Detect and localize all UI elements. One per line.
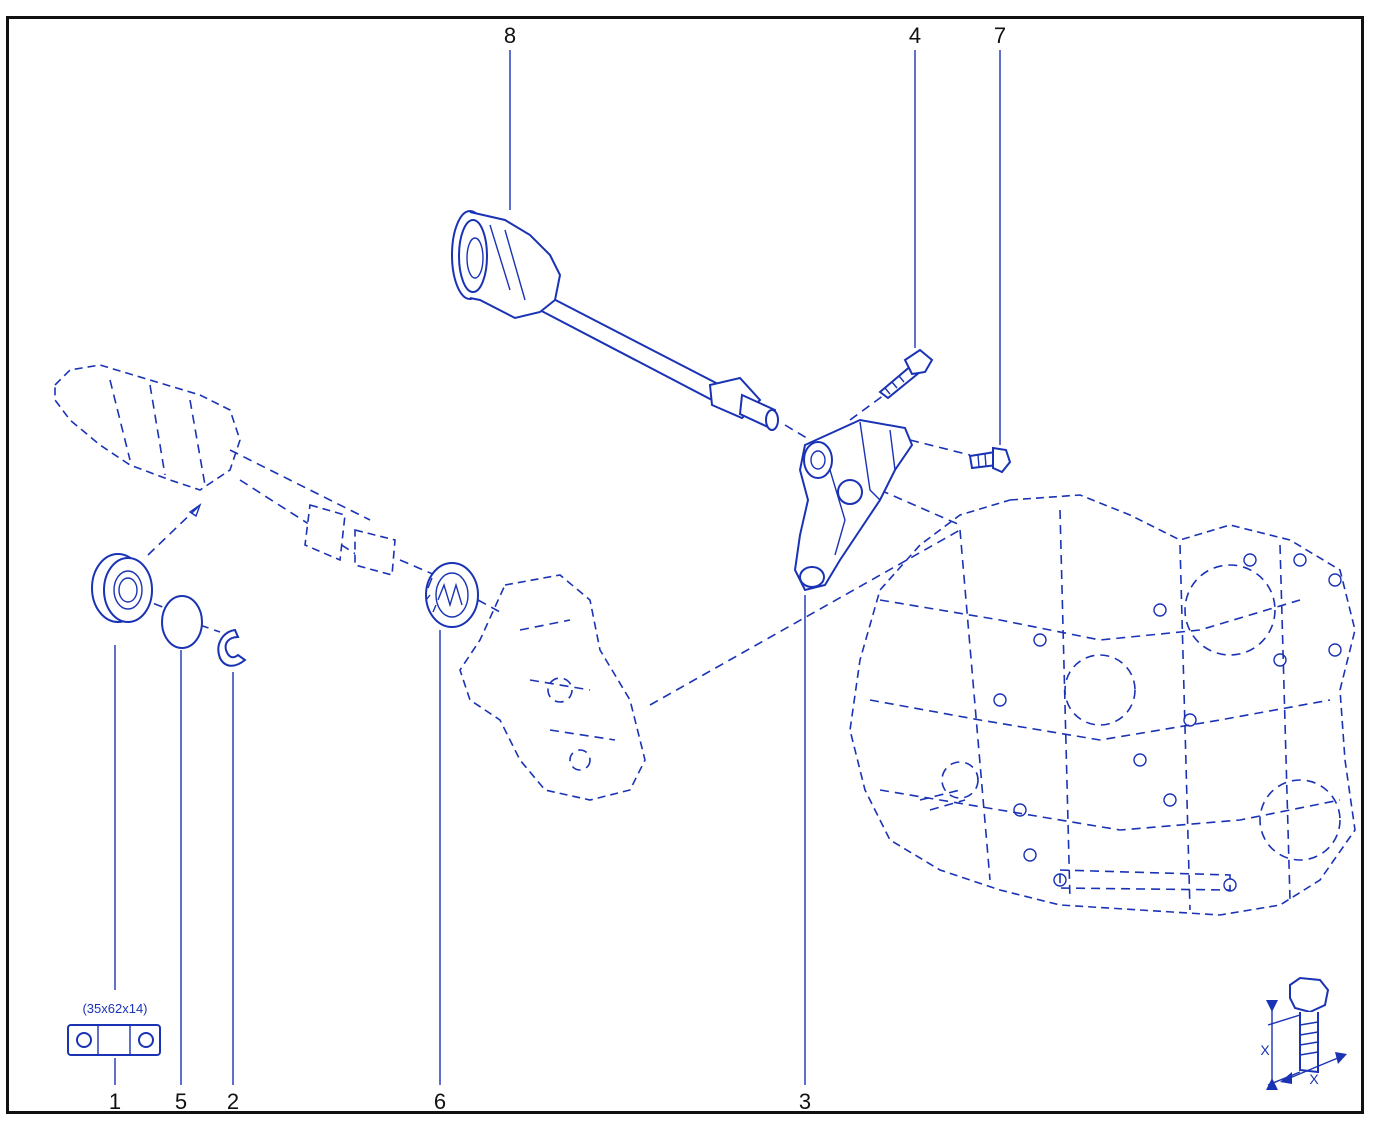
label-5: 5 — [175, 1089, 187, 1114]
label-2: 2 — [227, 1089, 239, 1114]
torque-x-bottom: X — [1309, 1071, 1319, 1087]
diagram-frame — [6, 16, 1364, 1114]
part-8-driveshaft-joint — [451, 210, 779, 431]
part-6-washer — [425, 562, 479, 628]
bearing-spec-symbol: (35x62x14) — [67, 1001, 161, 1056]
label-6: 6 — [434, 1089, 446, 1114]
torque-x-left: X — [1260, 1042, 1270, 1058]
label-8: 8 — [504, 23, 516, 48]
part-7-bolt — [968, 446, 1012, 474]
reference-leaders — [114, 50, 1001, 1085]
label-3: 3 — [799, 1089, 811, 1114]
label-4: 4 — [909, 23, 921, 48]
part-2-snap-ring — [217, 628, 247, 667]
part-5-circlip — [161, 595, 203, 649]
part-4-bolt — [878, 348, 934, 400]
part-1-bearing — [91, 553, 153, 623]
ghost-gearbox — [849, 494, 1356, 916]
bearing-spec-text: (35x62x14) — [82, 1001, 147, 1016]
part-3-bearing-bracket — [793, 418, 914, 592]
label-1: 1 — [109, 1089, 121, 1114]
ghost-driveshaft — [54, 364, 396, 577]
label-7: 7 — [994, 23, 1006, 48]
reference-labels: 8 4 7 1 5 2 6 3 — [109, 23, 1006, 1114]
ghost-bracket — [459, 574, 646, 801]
torque-bolt-symbol: X X — [1260, 976, 1347, 1090]
